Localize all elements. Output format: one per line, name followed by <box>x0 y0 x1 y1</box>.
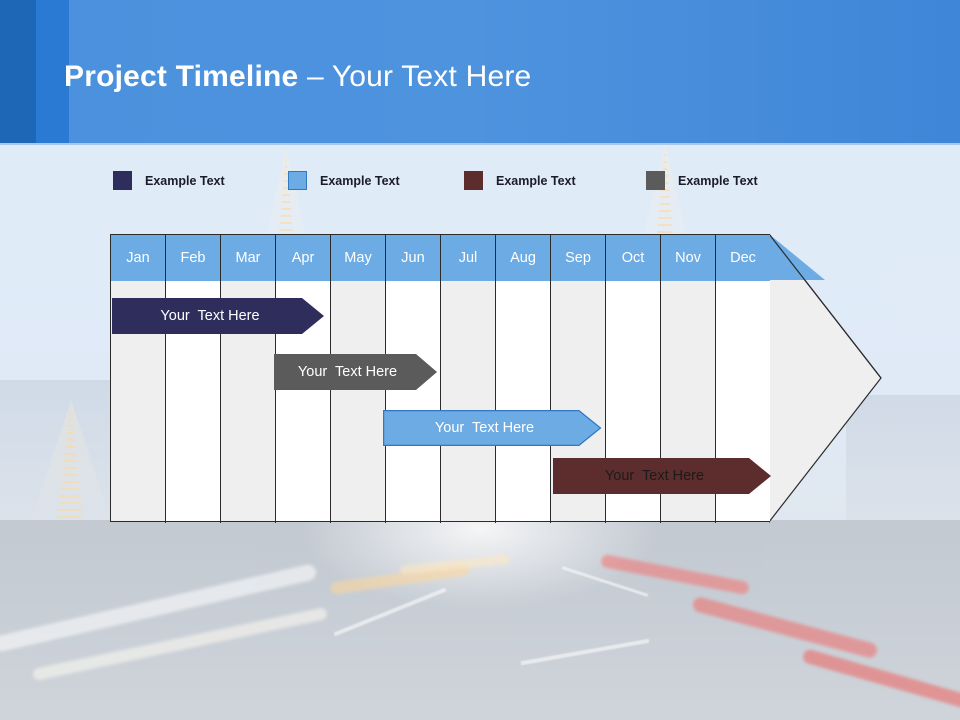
month-header-oct: Oct <box>606 235 660 281</box>
month-header-jul: Jul <box>441 235 495 281</box>
legend-label-3: Example Text <box>496 173 576 188</box>
legend-swatch-light-blue-icon <box>288 171 307 190</box>
header-band-dark <box>0 0 36 143</box>
legend-item-3[interactable]: Example Text <box>464 171 576 191</box>
month-header-jan: Jan <box>111 235 165 281</box>
legend-swatch-maroon-icon <box>464 171 483 190</box>
legend-label-1: Example Text <box>145 173 225 188</box>
legend-swatch-navy-icon <box>113 171 132 190</box>
header-band-mid <box>36 0 69 143</box>
legend: Example Text Example Text Example Text E… <box>0 171 960 193</box>
task-bar-2[interactable]: Your Text Here <box>274 354 437 390</box>
month-header-may: May <box>331 235 385 281</box>
task-bar-3-label: Your Text Here <box>434 420 535 436</box>
task-bar-4[interactable]: Your Text Here <box>553 458 772 494</box>
timeline-column-jun[interactable]: Jun <box>386 235 441 523</box>
page-title: Project Timeline – Your Text Here <box>64 60 531 94</box>
legend-item-2[interactable]: Example Text <box>288 171 400 191</box>
header-underline <box>0 143 960 145</box>
legend-label-2: Example Text <box>320 173 400 188</box>
month-cell-aug <box>496 281 550 521</box>
page-title-light: – Your Text Here <box>298 60 532 93</box>
month-header-aug: Aug <box>496 235 550 281</box>
legend-label-4: Example Text <box>678 173 758 188</box>
month-header-sep: Sep <box>551 235 605 281</box>
timeline-arrow-head <box>769 234 882 523</box>
timeline-column-jul[interactable]: Jul <box>441 235 496 523</box>
month-header-dec: Dec <box>716 235 770 281</box>
slide-header <box>0 0 960 143</box>
page-title-strong: Project Timeline <box>64 60 299 93</box>
month-cell-jun <box>386 281 440 521</box>
month-header-mar: Mar <box>221 235 275 281</box>
task-bar-4-label: Your Text Here <box>604 468 705 484</box>
month-cell-may <box>331 281 385 521</box>
timeline-column-mar[interactable]: Mar <box>221 235 276 523</box>
timeline-column-may[interactable]: May <box>331 235 386 523</box>
timeline-column-jan[interactable]: Jan <box>111 235 166 523</box>
task-bar-1-label: Your Text Here <box>160 308 260 324</box>
month-cell-jul <box>441 281 495 521</box>
legend-swatch-gray-icon <box>646 171 665 190</box>
background-building-right <box>846 395 960 530</box>
task-bar-1[interactable]: Your Text Here <box>112 298 324 334</box>
header-band-light <box>69 0 960 143</box>
legend-item-1[interactable]: Example Text <box>113 171 225 191</box>
month-header-apr: Apr <box>276 235 330 281</box>
task-bar-2-label: Your Text Here <box>297 364 398 380</box>
month-header-feb: Feb <box>166 235 220 281</box>
task-bar-3[interactable]: Your Text Here <box>383 410 602 446</box>
month-header-jun: Jun <box>386 235 440 281</box>
legend-item-4[interactable]: Example Text <box>646 171 758 191</box>
timeline-column-aug[interactable]: Aug <box>496 235 551 523</box>
timeline-column-feb[interactable]: Feb <box>166 235 221 523</box>
background-road <box>0 520 960 720</box>
month-header-nov: Nov <box>661 235 715 281</box>
